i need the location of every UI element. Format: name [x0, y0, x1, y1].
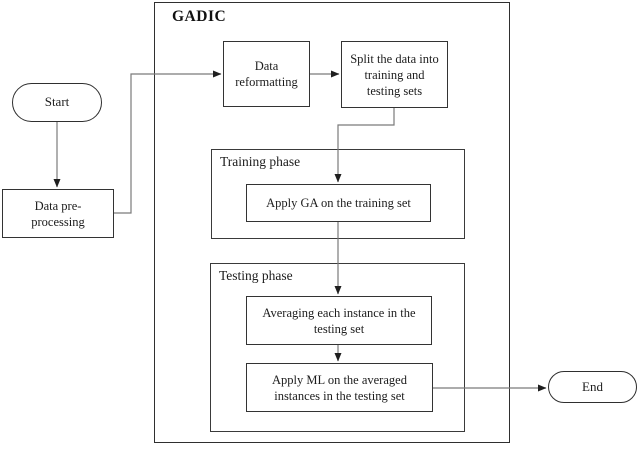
- training-phase-label: Training phase: [220, 154, 301, 169]
- averaging-label: Averaging each instance in the testing s…: [262, 305, 416, 336]
- apply-ga-node: Apply GA on the training set: [246, 184, 431, 222]
- data-preprocessing-label: Data pre- processing: [31, 198, 85, 229]
- start-label: Start: [44, 94, 70, 110]
- data-reformatting-node: Data reformatting: [223, 41, 310, 107]
- averaging-node: Averaging each instance in the testing s…: [246, 296, 432, 345]
- apply-ml-node: Apply ML on the averaged instances in th…: [246, 363, 433, 412]
- data-preprocessing-node: Data pre- processing: [2, 189, 114, 238]
- split-data-label: Split the data into training and testing…: [350, 51, 439, 98]
- end-node: End: [548, 371, 637, 403]
- data-reformatting-label: Data reformatting: [235, 59, 298, 89]
- gadic-title: GADIC: [172, 8, 227, 25]
- apply-ga-label: Apply GA on the training set: [266, 196, 411, 210]
- end-label: End: [582, 378, 603, 394]
- split-data-node: Split the data into training and testing…: [341, 41, 448, 108]
- start-node: Start: [12, 83, 102, 122]
- testing-phase-label: Testing phase: [219, 268, 293, 283]
- apply-ml-label: Apply ML on the averaged instances in th…: [272, 372, 407, 403]
